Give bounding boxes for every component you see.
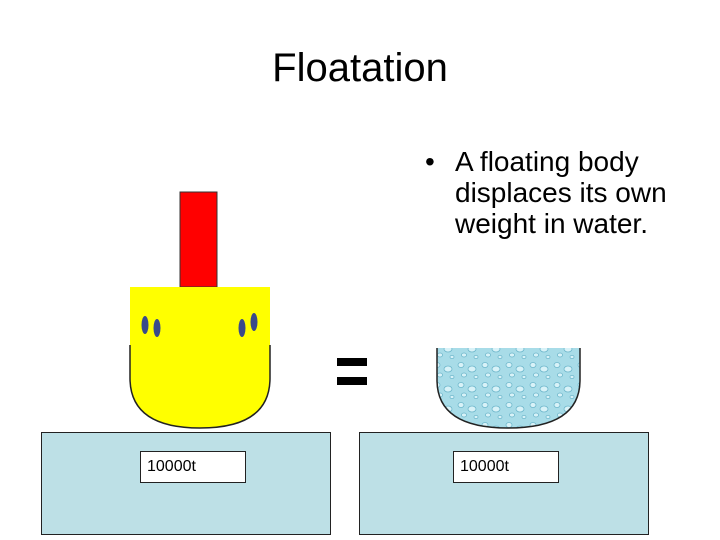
boat-funnel: [180, 192, 217, 287]
porthole: [142, 316, 149, 334]
left-scale-reading: 10000t: [140, 451, 246, 483]
right-scale-reading: 10000t: [453, 451, 559, 483]
equals-sign-icon: [337, 358, 367, 385]
porthole: [154, 319, 161, 337]
porthole: [251, 313, 258, 331]
porthole: [239, 319, 246, 337]
boat-icon: [130, 192, 270, 428]
right-weighing-scale: [359, 432, 649, 535]
water-basin-icon: [437, 348, 580, 428]
left-weighing-scale: [41, 432, 331, 535]
boat-hull: [130, 287, 270, 428]
